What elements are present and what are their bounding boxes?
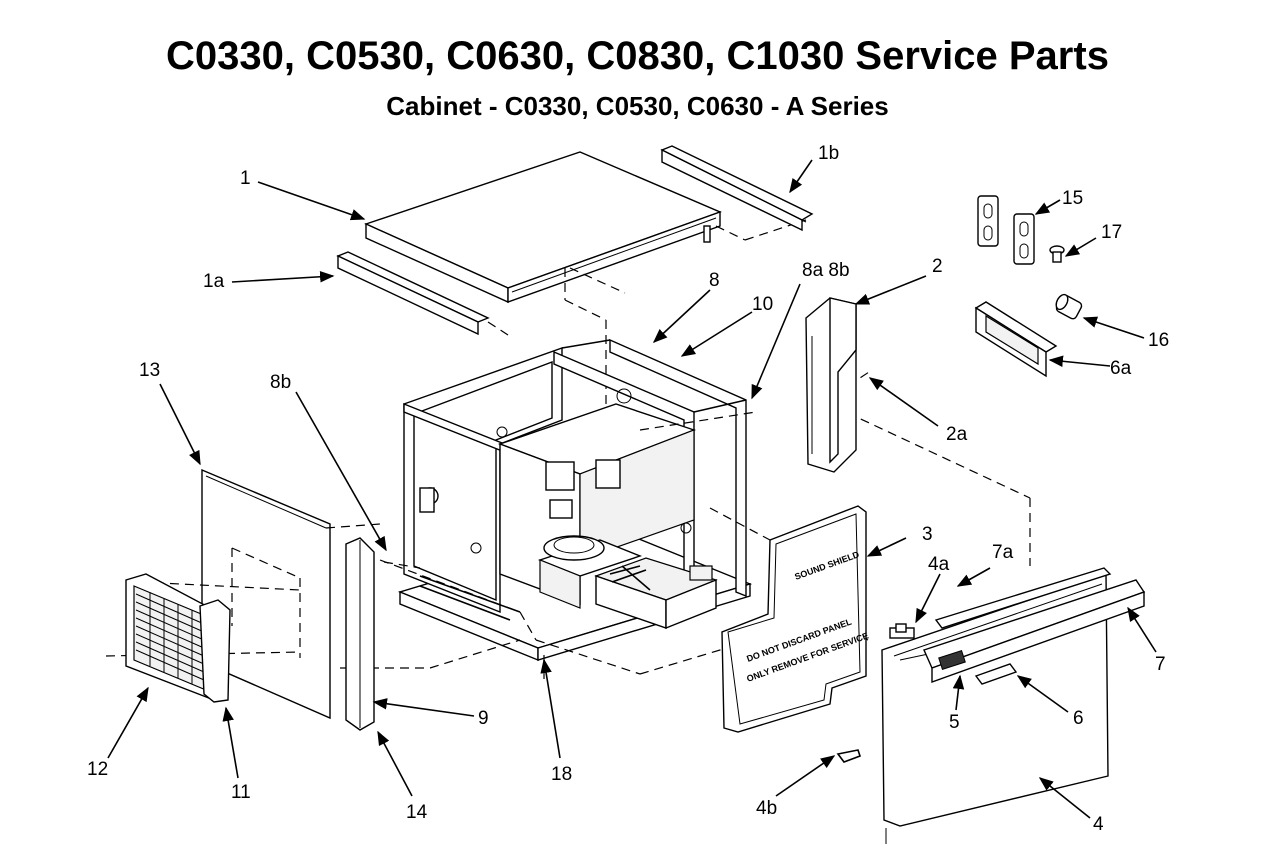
callout-6: 6	[1073, 708, 1084, 729]
callout-4a: 4a	[928, 554, 950, 575]
callout-15: 15	[1062, 188, 1083, 209]
callout-17: 17	[1101, 222, 1122, 243]
callout-16: 16	[1148, 330, 1169, 351]
callout-6a: 6a	[1110, 358, 1132, 379]
callout-8a-8b: 8a 8b	[802, 260, 850, 281]
callout-9: 9	[478, 708, 489, 729]
handle-part	[974, 663, 1018, 685]
callout-18: 18	[551, 764, 572, 785]
top-cover-part	[364, 151, 722, 304]
sound-shield-panel-part: SOUND SHIELD DO NOT DISCARD PANEL ONLY R…	[721, 505, 870, 733]
callout-8b: 8b	[270, 372, 291, 393]
front-rail-part	[336, 251, 509, 336]
callout-8: 8	[709, 270, 720, 291]
callout-1b: 1b	[818, 143, 839, 164]
callout-10: 10	[752, 294, 773, 315]
top-trim-part	[923, 567, 1146, 683]
callout-1: 1	[240, 168, 251, 189]
callout-2a: 2a	[946, 424, 968, 445]
callout-2: 2	[932, 256, 943, 277]
callout-5: 5	[949, 712, 960, 733]
callout-11: 11	[231, 782, 251, 803]
bracket-part	[977, 195, 1035, 265]
leader-lines	[107, 159, 1157, 819]
callout-3: 3	[922, 524, 933, 545]
page-subtitle: Cabinet - C0330, C0530, C0630 - A Series	[386, 91, 889, 121]
grille-frame-part	[199, 599, 231, 703]
callout-12: 12	[87, 759, 108, 780]
callout-7: 7	[1155, 654, 1166, 675]
cabinet-frame-part	[397, 338, 753, 662]
drain-cover-part	[974, 301, 1058, 378]
hinge-part	[889, 623, 915, 639]
rear-rail-part	[660, 145, 814, 232]
callout-labels: 1 1a 1b 2 2a 3 4 4a 4b 5 6 6a 7 7a 8 8a …	[87, 143, 1169, 835]
callout-1a: 1a	[203, 271, 225, 292]
callout-4b: 4b	[756, 798, 777, 819]
fitting-part	[1055, 293, 1083, 320]
callout-7a: 7a	[992, 542, 1014, 563]
callout-14: 14	[406, 802, 428, 823]
left-side-panel-part	[201, 468, 331, 720]
side-panel-part	[805, 297, 857, 473]
callout-4: 4	[1093, 814, 1104, 835]
hinge-pin-part	[836, 749, 862, 763]
callout-13: 13	[139, 360, 160, 381]
screw-part	[1049, 245, 1065, 263]
page-title: C0330, C0530, C0630, C0830, C1030 Servic…	[166, 34, 1109, 78]
corner-post-part	[345, 537, 375, 731]
